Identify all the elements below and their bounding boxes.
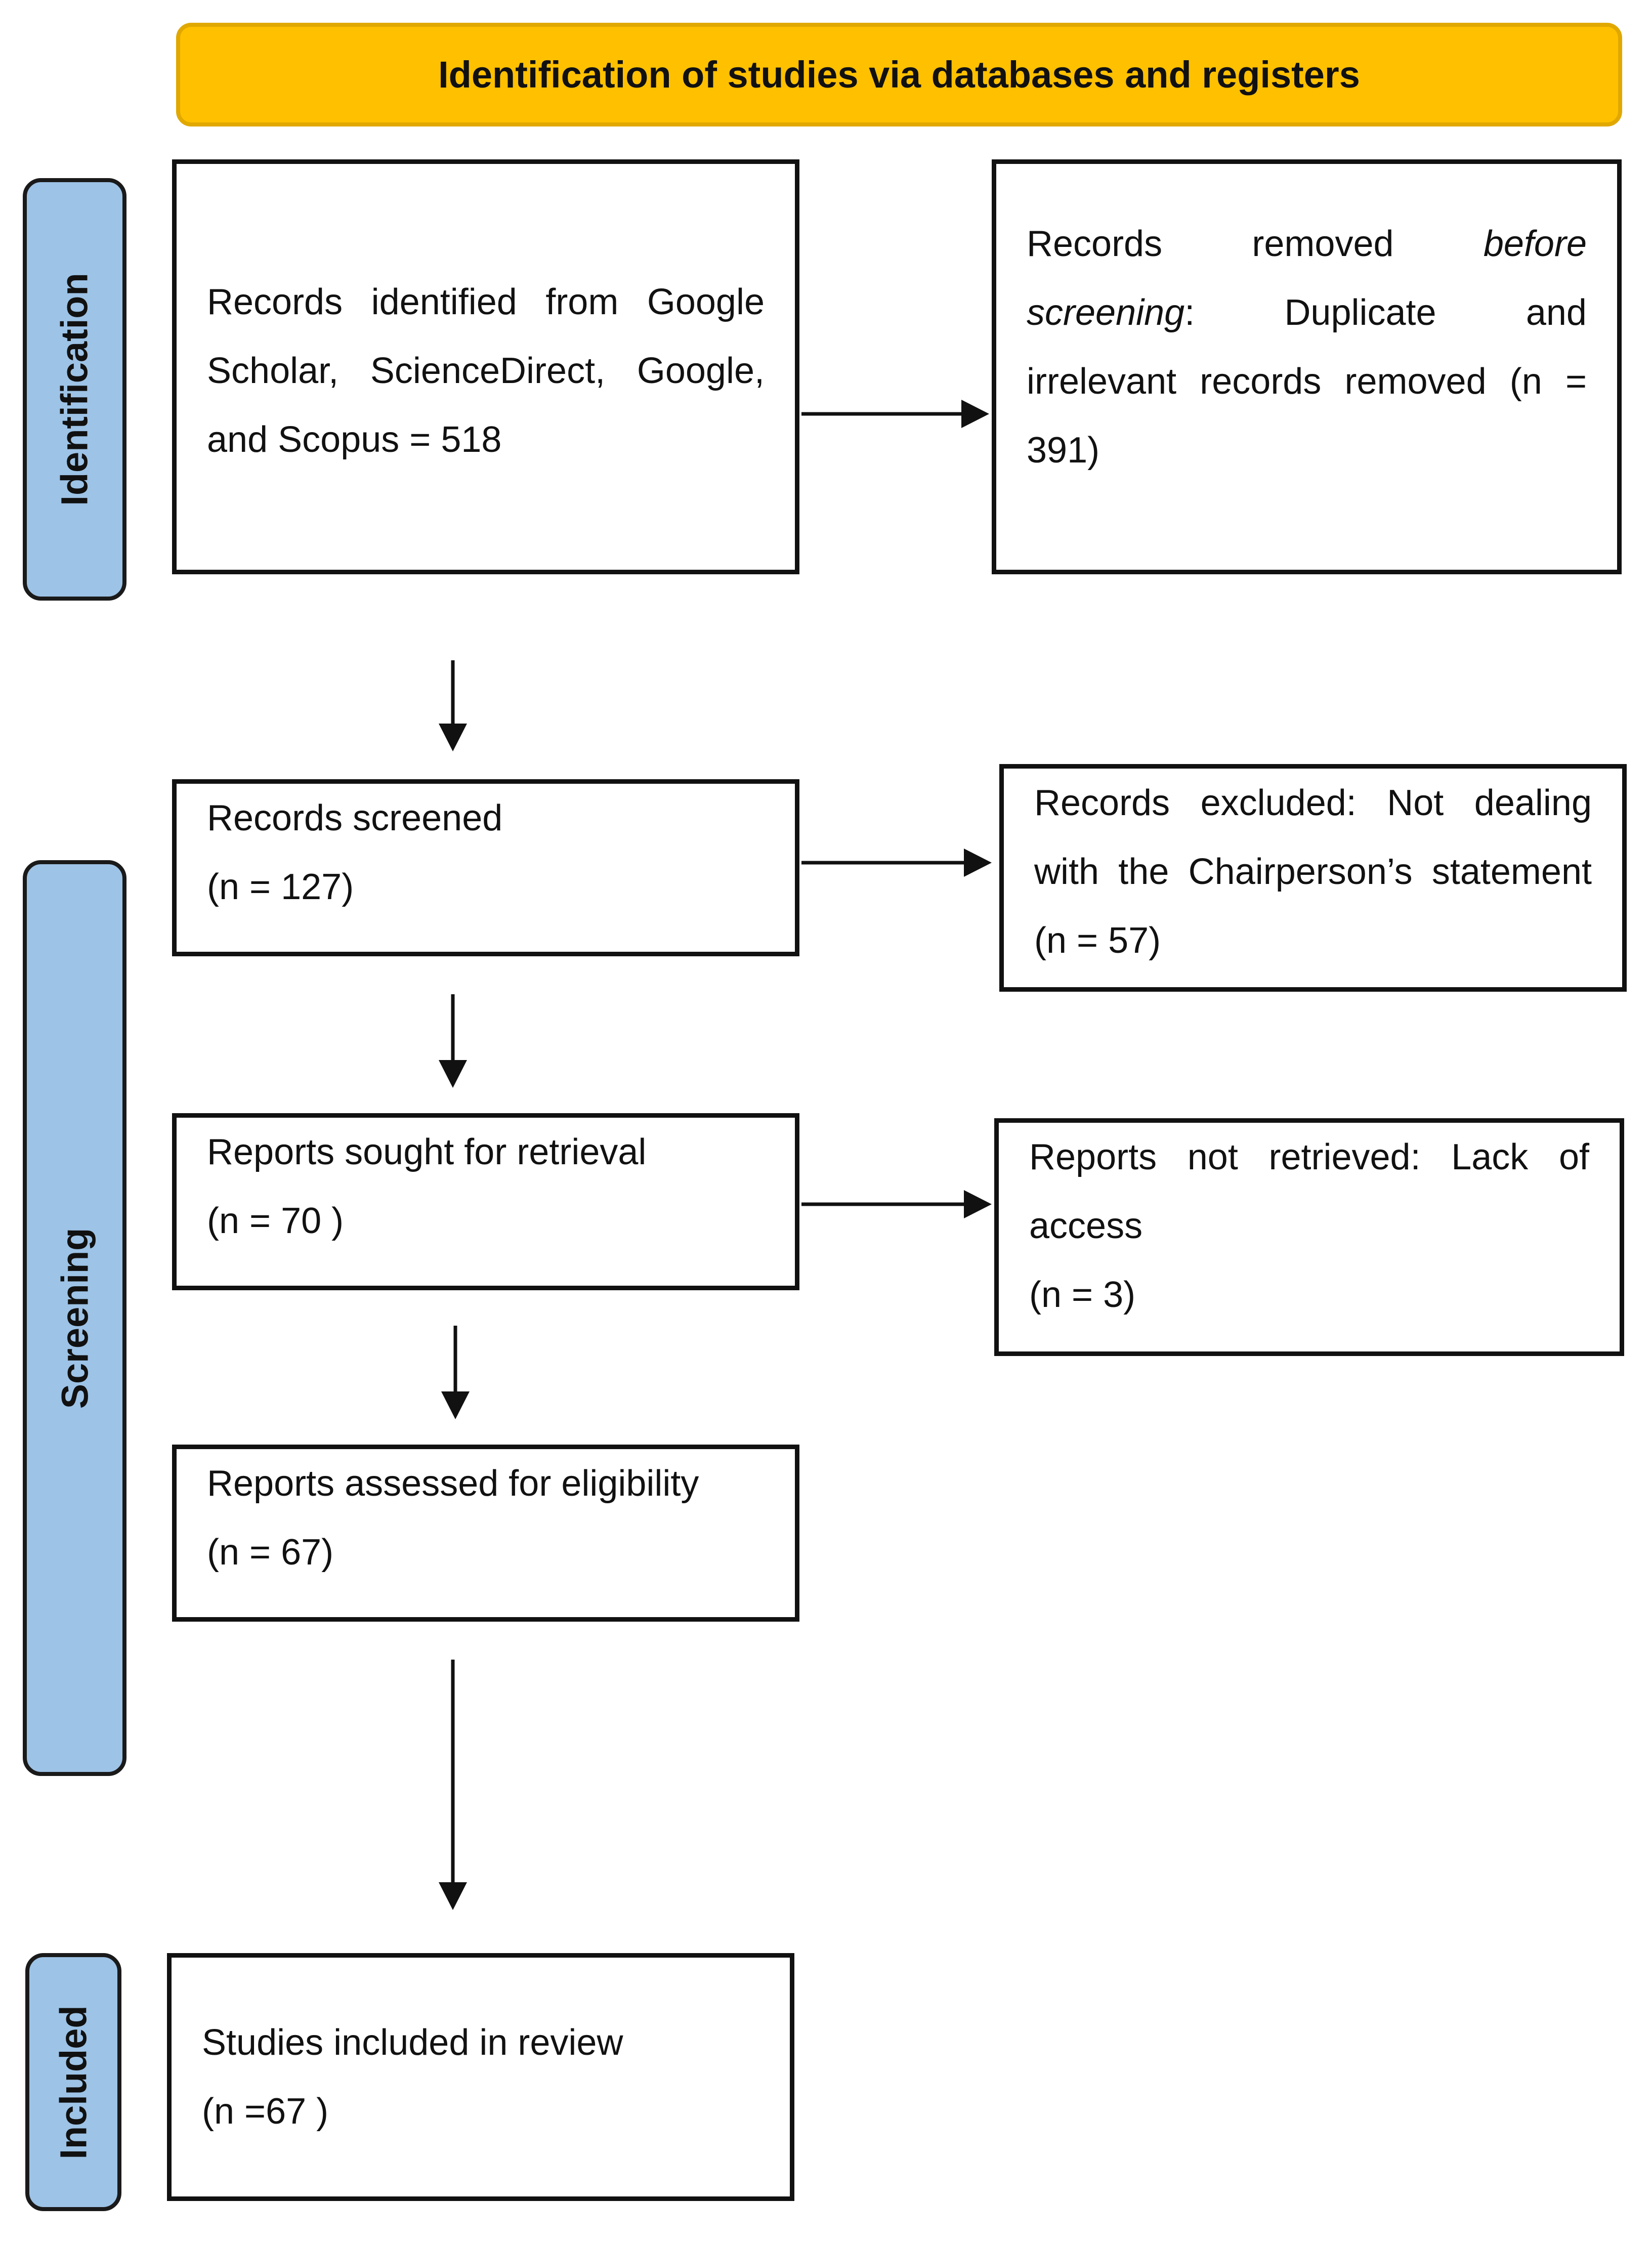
records-removed-screening-phrase: screening: — [1027, 278, 1195, 347]
records-removed-line-3: irrelevant records removed (n = — [1027, 361, 1587, 402]
box-records-excluded: Records excluded: Not dealing with the C… — [999, 764, 1627, 992]
records-screened-line-1: Records screened — [207, 798, 503, 838]
diagram-header: Identification of studies via databases … — [176, 23, 1622, 126]
header-title: Identification of studies via databases … — [438, 54, 1360, 96]
records-identified-line-3: and Scopus = 518 — [207, 419, 502, 460]
reports-not-retrieved-line-2: access — [1029, 1206, 1143, 1246]
records-excluded-line-3: (n = 57) — [1034, 920, 1161, 961]
reports-sought-line-1: Reports sought for retrieval — [207, 1132, 647, 1172]
box-reports-assessed: Reports assessed for eligibility (n = 67… — [172, 1445, 799, 1622]
box-studies-included: Studies included in review (n =67 ) — [167, 1953, 794, 2201]
reports-sought-line-2: (n = 70 ) — [207, 1201, 344, 1241]
studies-included-line-1: Studies included in review — [202, 2022, 623, 2063]
records-removed-line-1: Records removed before — [1027, 209, 1587, 278]
arrowhead-identified-to-screened — [439, 724, 467, 751]
reports-assessed-line-1: Reports assessed for eligibility — [207, 1463, 699, 1504]
records-removed-word-duplicate: Duplicate — [1284, 292, 1436, 333]
box-reports-not-retrieved: Reports not retrieved: Lack of access (n… — [994, 1118, 1624, 1356]
reports-not-retrieved-line-1: Reports not retrieved: Lack of — [1029, 1137, 1589, 1177]
records-removed-colon: : — [1184, 292, 1195, 333]
phase-included: Included — [25, 1953, 121, 2211]
box-records-removed: Records removed before screening: Duplic… — [992, 159, 1622, 574]
reports-not-retrieved-line-3: (n = 3) — [1029, 1275, 1136, 1315]
records-removed-word-and: and — [1526, 292, 1587, 333]
studies-included-line-2: (n =67 ) — [202, 2091, 329, 2132]
arrowhead-identified-to-removed — [961, 400, 989, 428]
phase-screening: Screening — [23, 860, 126, 1776]
records-excluded-line-1: Records excluded: Not dealing — [1034, 783, 1592, 823]
records-removed-word-screening: screening — [1027, 292, 1185, 333]
records-removed-line-4: 391) — [1027, 430, 1100, 471]
arrowhead-sought-to-assessed — [441, 1391, 470, 1419]
records-identified-line-2: Scholar, ScienceDirect, Google, — [207, 351, 765, 391]
phase-identification: Identification — [23, 178, 126, 601]
arrowhead-screened-to-sought — [439, 1060, 467, 1088]
reports-assessed-line-2: (n = 67) — [207, 1532, 334, 1573]
box-records-identified: Records identified from Google Scholar, … — [172, 159, 799, 574]
arrowhead-assessed-to-included — [439, 1882, 467, 1910]
records-excluded-line-2: with the Chairperson’s statement — [1034, 852, 1592, 892]
box-records-screened: Records screened (n = 127) — [172, 779, 799, 956]
records-removed-word-removed: removed — [1252, 224, 1394, 264]
records-removed-word-records: Records — [1027, 224, 1163, 264]
records-removed-line-2: screening: Duplicate and — [1027, 278, 1587, 347]
records-removed-word-before: before — [1483, 224, 1587, 264]
arrowhead-sought-to-not-retrieved — [964, 1190, 992, 1218]
box-reports-sought: Reports sought for retrieval (n = 70 ) — [172, 1113, 799, 1290]
records-screened-line-2: (n = 127) — [207, 867, 354, 907]
arrowhead-screened-to-excluded — [964, 849, 992, 877]
records-identified-line-1: Records identified from Google — [207, 282, 765, 322]
